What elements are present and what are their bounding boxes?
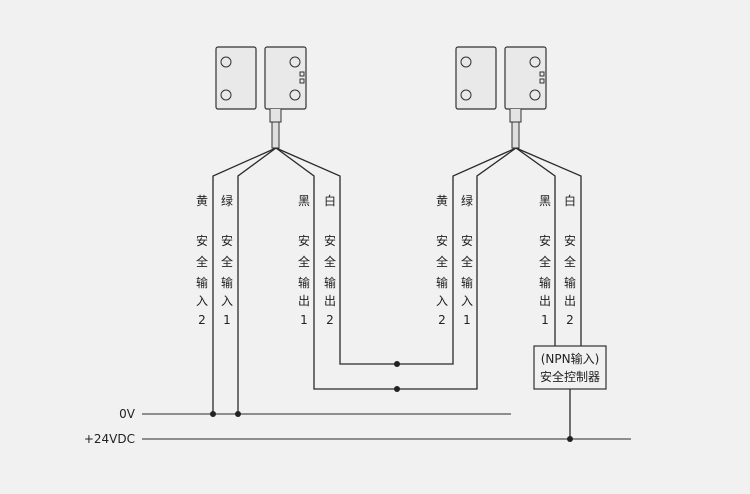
wires-right <box>515 147 582 346</box>
wire-func-char: 全 <box>461 254 473 269</box>
cable-gland-left <box>269 109 282 123</box>
junction-dot <box>210 411 216 417</box>
wire-func-char: 输 <box>564 275 576 290</box>
wire-func-char: 安 <box>539 233 551 248</box>
wire-labels-right: 黄 安 全 输 入 2 绿 安 全 输 入 1 黑 安 全 输 出 1 白 安 … <box>436 193 576 327</box>
controller-label-line1: (NPN输入) <box>541 351 600 366</box>
led-indicator-icon <box>539 71 545 77</box>
controller-label-line2: 安全控制器 <box>540 369 600 384</box>
wire-func-char: 全 <box>436 254 448 269</box>
wire-func-char: 安 <box>564 233 576 248</box>
wire-func-char: 全 <box>221 254 233 269</box>
wire-func-char: 1 <box>223 313 231 327</box>
wire-color-label: 黑 <box>539 194 551 208</box>
wire-func-char: 安 <box>298 233 310 248</box>
wire-func-char: 输 <box>298 275 310 290</box>
junction-dot <box>394 361 400 367</box>
screw-hole-icon <box>220 56 232 68</box>
wire-func-char: 输 <box>436 275 448 290</box>
wire-func-char: 全 <box>324 254 336 269</box>
wire-func-char: 输 <box>221 275 233 290</box>
wire-func-char: 2 <box>438 313 446 327</box>
wire-func-char: 入 <box>461 294 473 308</box>
wire-yellow-left <box>212 147 277 413</box>
sensor-left <box>215 46 307 149</box>
led-indicator-icon <box>299 78 305 84</box>
wire-func-char: 出 <box>324 294 336 308</box>
wire-color-label: 黑 <box>298 194 310 208</box>
wire-black-right <box>515 147 556 346</box>
wire-func-char: 入 <box>221 294 233 308</box>
junction-dot <box>394 386 400 392</box>
wire-func-char: 全 <box>564 254 576 269</box>
wire-func-char: 输 <box>461 275 473 290</box>
junction-dot <box>567 436 573 442</box>
wire-func-char: 出 <box>539 294 551 308</box>
bus-0v-label: 0V <box>119 407 136 421</box>
wire-func-char: 2 <box>198 313 206 327</box>
actuator-left <box>215 46 257 110</box>
safety-controller: (NPN输入) 安全控制器 <box>533 345 607 439</box>
wire-func-char: 2 <box>326 313 334 327</box>
wire-func-char: 输 <box>196 275 208 290</box>
wire-color-label: 绿 <box>461 193 473 208</box>
wire-func-char: 出 <box>564 294 576 308</box>
wire-func-char: 2 <box>566 313 574 327</box>
wire-func-char: 1 <box>463 313 471 327</box>
wire-func-char: 入 <box>436 294 448 308</box>
actuator-right <box>455 46 497 110</box>
screw-hole-icon <box>289 56 301 68</box>
wire-func-char: 安 <box>324 233 336 248</box>
sensor-right <box>455 46 547 149</box>
screw-hole-icon <box>289 89 301 101</box>
screw-hole-icon <box>529 89 541 101</box>
wire-func-char: 安 <box>436 233 448 248</box>
wire-func-char: 入 <box>196 294 208 308</box>
wire-black-left-to-green-right <box>275 147 517 390</box>
wire-func-char: 出 <box>298 294 310 308</box>
wire-func-char: 全 <box>539 254 551 269</box>
wire-func-char: 安 <box>196 233 208 248</box>
screw-hole-icon <box>220 89 232 101</box>
led-indicator-icon <box>539 78 545 84</box>
power-buses: 0V +24VDC <box>84 407 631 446</box>
switch-body-left <box>264 46 307 110</box>
junctions <box>210 361 573 442</box>
wire-func-char: 1 <box>300 313 308 327</box>
wire-color-label: 白 <box>564 193 576 208</box>
cable-right <box>511 121 520 149</box>
wire-color-label: 黄 <box>196 194 208 208</box>
cable-gland-right <box>509 109 522 123</box>
wire-func-char: 安 <box>461 233 473 248</box>
wire-func-char: 安 <box>221 233 233 248</box>
junction-dot <box>235 411 241 417</box>
screw-hole-icon <box>460 89 472 101</box>
wire-white-left-to-yellow-right <box>275 147 517 365</box>
wire-func-char: 1 <box>541 313 549 327</box>
cable-left <box>271 121 280 149</box>
screw-hole-icon <box>460 56 472 68</box>
wire-color-label: 黄 <box>436 194 448 208</box>
wire-green-left <box>237 147 277 413</box>
wire-labels-left: 黄 安 全 输 入 2 绿 安 全 输 入 1 黑 安 全 输 出 1 白 安 … <box>196 193 336 327</box>
switch-body-right <box>504 46 547 110</box>
wire-func-char: 全 <box>196 254 208 269</box>
bus-24vdc-label: +24VDC <box>84 432 135 446</box>
wire-func-char: 输 <box>539 275 551 290</box>
screw-hole-icon <box>529 56 541 68</box>
wire-color-label: 白 <box>324 193 336 208</box>
wire-white-right <box>515 147 582 346</box>
wire-color-label: 绿 <box>221 193 233 208</box>
wire-func-char: 输 <box>324 275 336 290</box>
led-indicator-icon <box>299 71 305 77</box>
wire-func-char: 全 <box>298 254 310 269</box>
